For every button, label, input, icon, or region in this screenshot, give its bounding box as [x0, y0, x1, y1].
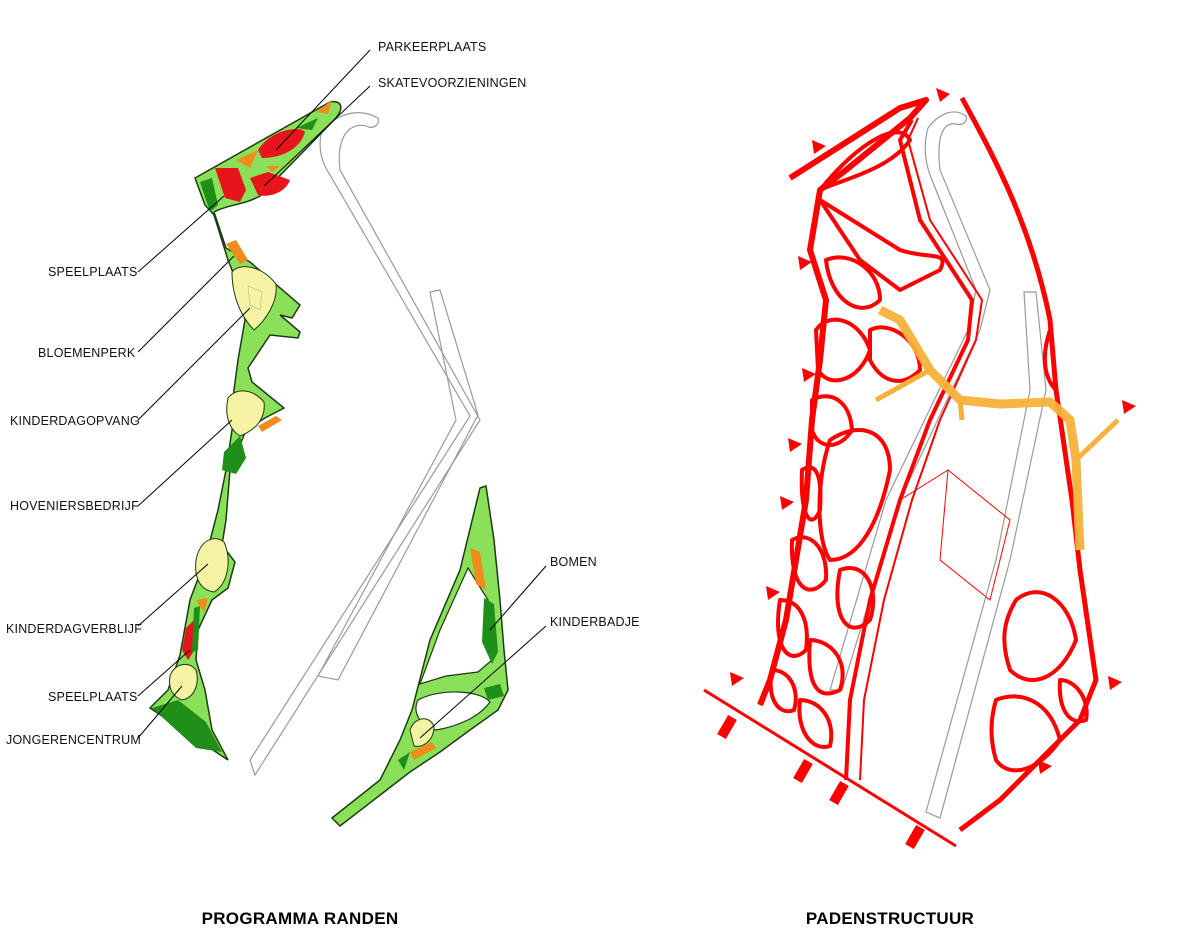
- path-bridge-branch: [874, 367, 932, 403]
- leader-bomen: [489, 565, 547, 631]
- hoveniersbedrijf-area: [222, 436, 246, 474]
- orange-patch: [266, 166, 280, 172]
- bomen-area: [482, 598, 498, 664]
- jongerencentrum-area: [169, 663, 198, 701]
- path-mesh-west: [768, 130, 945, 749]
- path-bridge-branch: [1074, 418, 1120, 462]
- leader-speelplaats-top: [137, 195, 225, 273]
- tree-patch: [192, 606, 200, 652]
- leader-hoveniersbedrijf: [137, 419, 233, 507]
- tree-patch: [296, 118, 318, 130]
- orange-patch: [236, 150, 258, 168]
- tree-patch: [484, 684, 504, 700]
- crossing-road: [703, 688, 957, 848]
- label-parkeerplaats: PARKEERPLAATS: [378, 40, 486, 54]
- tree-patch: [200, 178, 218, 212]
- green-strip-right: [330, 485, 509, 827]
- programma-randen-map: PARKEERPLAATS SKATEVOORZIENINGEN SPEELPL…: [6, 40, 640, 928]
- leader-parkeerplaats: [275, 49, 371, 151]
- label-kinderdagverblijf: KINDERDAGVERBLIJF: [6, 622, 142, 636]
- label-jongerencentrum: JONGERENCENTRUM: [6, 733, 141, 747]
- kinderdagopvang-area: [226, 390, 265, 437]
- tree-patch: [398, 752, 410, 770]
- label-speelplaats-bottom: SPEELPLAATS: [48, 690, 138, 704]
- title-padenstructuur: PADENSTRUCTUUR: [806, 909, 974, 928]
- tree-patch: [152, 700, 222, 752]
- leader-kinderdagopvang: [137, 307, 251, 421]
- label-skatevoorzieningen: SKATEVOORZIENINGEN: [378, 76, 527, 90]
- label-speelplaats-top: SPEELPLAATS: [48, 265, 138, 279]
- leader-jongerencentrum: [137, 685, 183, 739]
- orange-patch: [316, 100, 332, 114]
- clearing-lower: [415, 691, 491, 731]
- road-outline-lower: [317, 289, 479, 681]
- path-bridge-branch: [957, 399, 965, 421]
- label-kinderdagopvang: KINDERDAGOPVANG: [10, 414, 140, 428]
- entrance-markers: [730, 88, 1136, 774]
- speelplaats-area: [226, 240, 248, 264]
- path-interior-fine: [899, 469, 1011, 601]
- path-mesh-east: [989, 329, 1089, 773]
- parking-area-2: [215, 168, 246, 202]
- kinderdagverblijf-area: [195, 538, 229, 593]
- padenstructuur-map: PADENSTRUCTUUR: [703, 88, 1136, 928]
- road-outline-lower-right: [925, 291, 1047, 819]
- bloemenperk-detail: [247, 285, 263, 311]
- leader-speelplaats-bottom: [137, 649, 191, 697]
- orange-patch: [410, 742, 436, 760]
- skate-area: [250, 172, 290, 196]
- label-bomen: BOMEN: [550, 555, 597, 569]
- leader-bloemenperk: [137, 255, 235, 353]
- leader-kinderbadje: [419, 625, 547, 739]
- road-outline-upper-right: [829, 111, 991, 691]
- label-hoveniersbedrijf: HOVENIERSBEDRIJF: [10, 499, 139, 513]
- path-east-rail: [958, 96, 1099, 832]
- path-bridge: [877, 305, 1085, 551]
- label-kinderbadje: KINDERBADJE: [550, 615, 640, 629]
- leader-kinderdagverblijf: [137, 563, 209, 627]
- leader-skatevoorzieningen: [263, 85, 371, 187]
- path-central-line-2: [859, 117, 983, 781]
- title-programma-randen: PROGRAMMA RANDEN: [202, 909, 399, 928]
- orange-patch: [258, 416, 282, 432]
- road-outline-upper: [249, 112, 481, 777]
- path-central-line: [844, 118, 974, 781]
- orange-patch: [470, 548, 486, 590]
- label-bloemenperk: BLOEMENPERK: [38, 346, 136, 360]
- bloemenperk-area: [231, 266, 277, 331]
- road-end-caps: [717, 714, 925, 850]
- orange-patch: [196, 598, 208, 612]
